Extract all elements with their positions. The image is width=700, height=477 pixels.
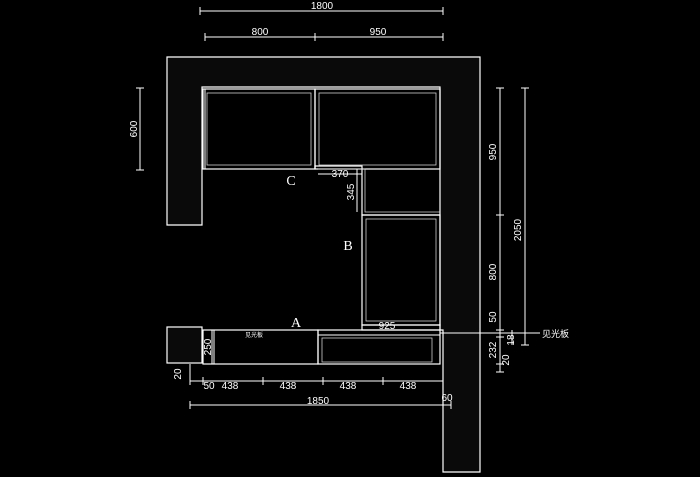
dim-left-250: 250 (203, 338, 214, 355)
dim-top-total: 1800 (311, 1, 334, 12)
zone-labels: C B A 见光板 见光板 (245, 174, 569, 339)
dim-bottom-seg-0: 50 (203, 381, 215, 392)
panel-note: 见光板 (542, 328, 569, 339)
dim-inner-vertical: 345 (346, 183, 357, 200)
dimension-lines (136, 7, 540, 409)
cabinet-c-left (202, 88, 316, 170)
dim-inner-bottom: 925 (379, 321, 396, 332)
dim-right-18: 18 (506, 334, 517, 346)
cabinet-a-right-inner (321, 337, 433, 363)
wall-hatching (166, 56, 481, 473)
cabinet-step-inner (318, 168, 440, 213)
dim-right-upper: 950 (488, 143, 499, 160)
dimension-labels: 1800 800 950 600 950 800 2050 50 18 232 … (129, 1, 524, 407)
cabinet-top-right-inner (318, 92, 437, 166)
dim-bottom-seg-3: 438 (340, 381, 357, 392)
cabinets (202, 88, 441, 365)
dim-left-20: 20 (173, 368, 184, 380)
dim-left-side: 600 (129, 120, 140, 137)
cabinet-corner (361, 324, 441, 331)
dim-right-50: 50 (488, 311, 499, 323)
zone-label-b: B (343, 239, 352, 254)
zone-label-c: C (286, 174, 295, 189)
cabinet-b-inner (365, 218, 437, 322)
cabinet-b (361, 214, 441, 326)
dim-right-20: 20 (501, 354, 512, 366)
dim-top-right: 950 (370, 27, 387, 38)
cabinet-top-right (314, 88, 441, 170)
cabinet-note: 见光板 (245, 331, 263, 339)
dim-bottom-seg-2: 438 (280, 381, 297, 392)
dim-bottom-seg-4: 438 (400, 381, 417, 392)
dim-top-left: 800 (252, 27, 269, 38)
dim-right-232: 232 (488, 341, 499, 358)
dim-bottom-seg-1: 438 (222, 381, 239, 392)
wall-bottom-left-block (166, 326, 203, 364)
cabinet-c-left-inner (206, 92, 312, 166)
dim-inner-horizontal: 370 (332, 169, 349, 180)
dim-bottom-right: 60 (441, 393, 453, 404)
dim-right-lower: 800 (488, 263, 499, 280)
wall-top-right-l (166, 56, 481, 473)
dim-bottom-total: 1850 (307, 396, 330, 407)
zone-label-a: A (291, 316, 302, 331)
dim-right-total: 2050 (513, 218, 524, 241)
